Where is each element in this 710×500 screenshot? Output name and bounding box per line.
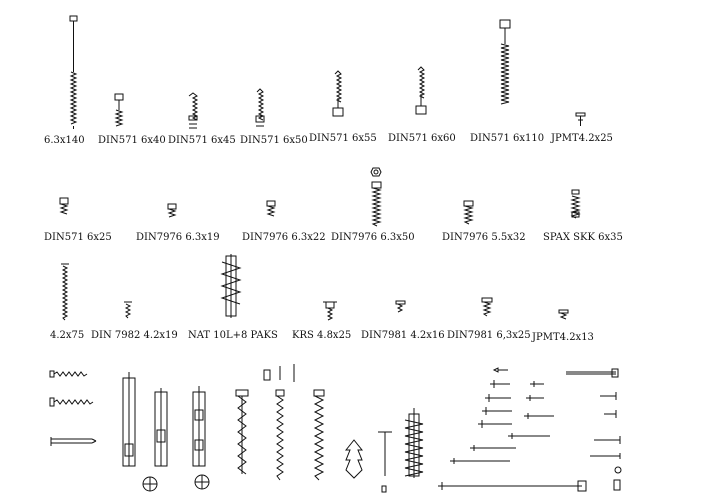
- screw-6-3x140: [69, 15, 78, 129]
- screw-jpmt4-2x13: [558, 309, 569, 320]
- sleeve-anchor-3: [192, 386, 206, 467]
- screw-krs-4-8x25: [323, 301, 337, 321]
- vertical-bolt-3: [313, 389, 325, 481]
- screw-4-2x75: [61, 263, 69, 321]
- screw-din7976-6-3x22: [266, 200, 276, 217]
- screw-din571-6x50: [255, 88, 265, 127]
- horizontal-screw-2: [49, 397, 94, 407]
- plug-1: [344, 439, 364, 479]
- label-krs-4-8x25: KRS 4.8x25: [292, 330, 352, 341]
- label-din7982-4-2x19: DIN 7982 4.2x19: [91, 330, 178, 341]
- small-plug: [263, 364, 295, 382]
- label-din7976-6-3x50: DIN7976 6.3x50: [331, 232, 415, 243]
- screw-din571-6x40: [114, 93, 124, 127]
- label-din571-6x40: DIN571 6x40: [98, 135, 166, 146]
- anchor-nat-10l-8-paks: [220, 254, 242, 318]
- screw-din7976-6-3x19: [167, 203, 177, 218]
- small-screws-cluster: [438, 367, 622, 492]
- label-din571-6x110: DIN571 6x110: [470, 133, 545, 144]
- label-4-2x75: 4.2x75: [50, 330, 85, 341]
- label-din571-6x55: DIN571 6x55: [309, 133, 377, 144]
- washer-1: [142, 476, 158, 492]
- label-6-3x140: 6.3x140: [44, 135, 85, 146]
- screw-din571-6x110: [499, 19, 511, 105]
- screw-din571-6x60: [415, 66, 427, 115]
- label-din571-6x25: DIN571 6x25: [44, 232, 112, 243]
- label-din7976-5-5x32: DIN7976 5.5x32: [442, 232, 526, 243]
- screw-jpmt4-2x25: [575, 112, 586, 126]
- label-spax-skk-6x35: SPAX SKK 6x35: [543, 232, 623, 243]
- screw-spax-skk-6x35: [570, 189, 581, 219]
- screw-din571-6x25: [59, 197, 69, 215]
- label-din571-6x45: DIN571 6x45: [168, 135, 236, 146]
- label-nat-10l-8-paks: NAT 10L+8 PAKS: [188, 330, 278, 341]
- frame-anchor: [404, 408, 424, 478]
- label-din7981-6-3x25: DIN7981 6,3x25: [447, 330, 531, 341]
- washer-2: [194, 474, 210, 490]
- sleeve-anchor-2: [154, 388, 168, 467]
- horizontal-screw-1: [49, 370, 88, 378]
- label-jpmt4-2x13: JPMT4.2x13: [532, 332, 594, 343]
- label-din7981-4-2x16: DIN7981 4.2x16: [361, 330, 445, 341]
- screw-din7981-6-3x25: [481, 297, 493, 317]
- vertical-bolt-2: [275, 389, 285, 481]
- label-din7976-6-3x19: DIN7976 6.3x19: [136, 232, 220, 243]
- screw-din7976-6-3x50: [370, 167, 382, 227]
- screw-din7981-4-2x16: [395, 300, 406, 313]
- vertical-bolt-1: [235, 389, 249, 475]
- label-jpmt4-2x25: JPMT4.2x25: [551, 133, 613, 144]
- label-din571-6x50: DIN571 6x50: [240, 135, 308, 146]
- screw-din7982-4-2x19: [124, 301, 132, 319]
- screw-din571-6x55: [332, 70, 344, 117]
- horizontal-nail: [50, 437, 97, 446]
- screw-din7976-5-5x32: [463, 200, 474, 225]
- screw-din571-6x45: [188, 92, 199, 129]
- nail-1: [378, 431, 392, 493]
- sleeve-anchor-1: [122, 372, 136, 467]
- label-din7976-6-3x22: DIN7976 6.3x22: [242, 232, 326, 243]
- label-din571-6x60: DIN571 6x60: [388, 133, 456, 144]
